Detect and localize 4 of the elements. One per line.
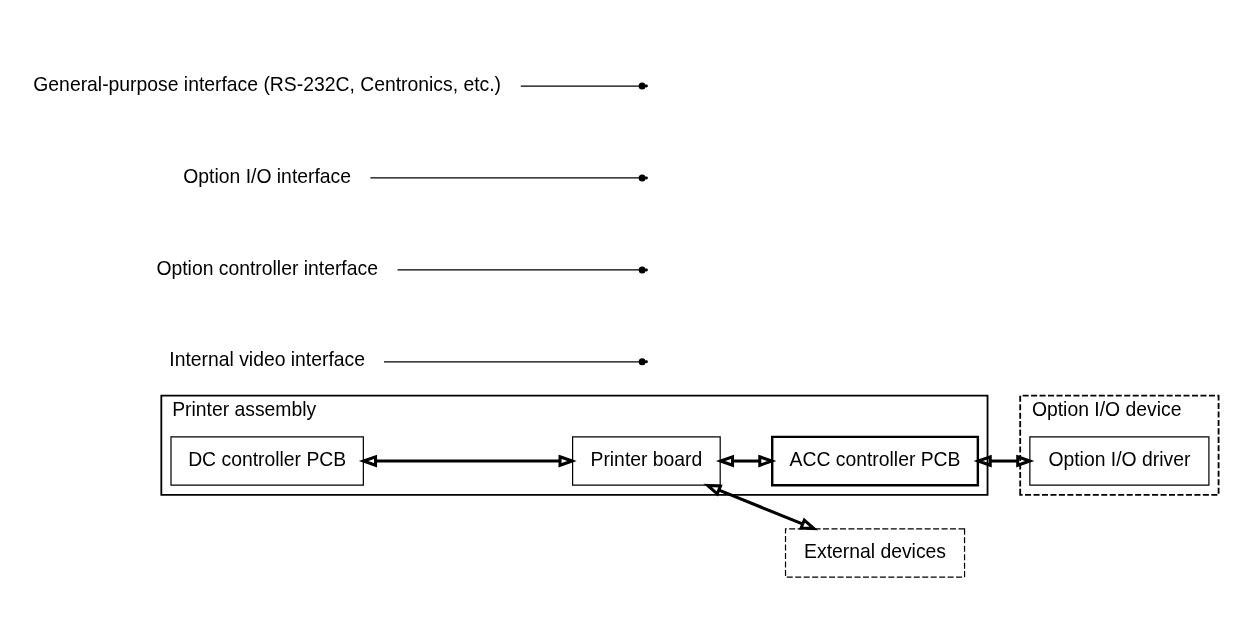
node-text: Option I/O interface [183,164,352,187]
node-text: General-purpose interface (RS-232C, Centronics, etc.) [33,72,502,95]
node-text: Option controller interface [156,256,378,279]
node-text: Internal video interface [169,348,366,371]
